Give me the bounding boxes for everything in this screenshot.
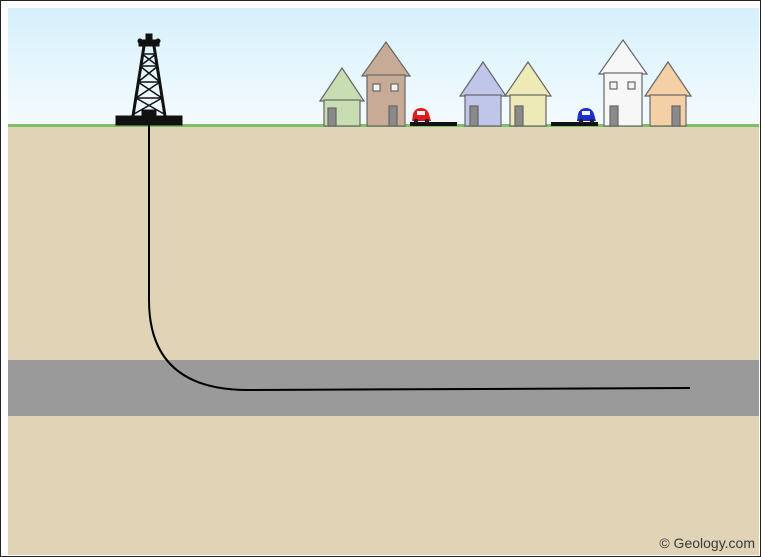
copyright-credit: © Geology.com [659,535,755,551]
ground [8,125,759,555]
